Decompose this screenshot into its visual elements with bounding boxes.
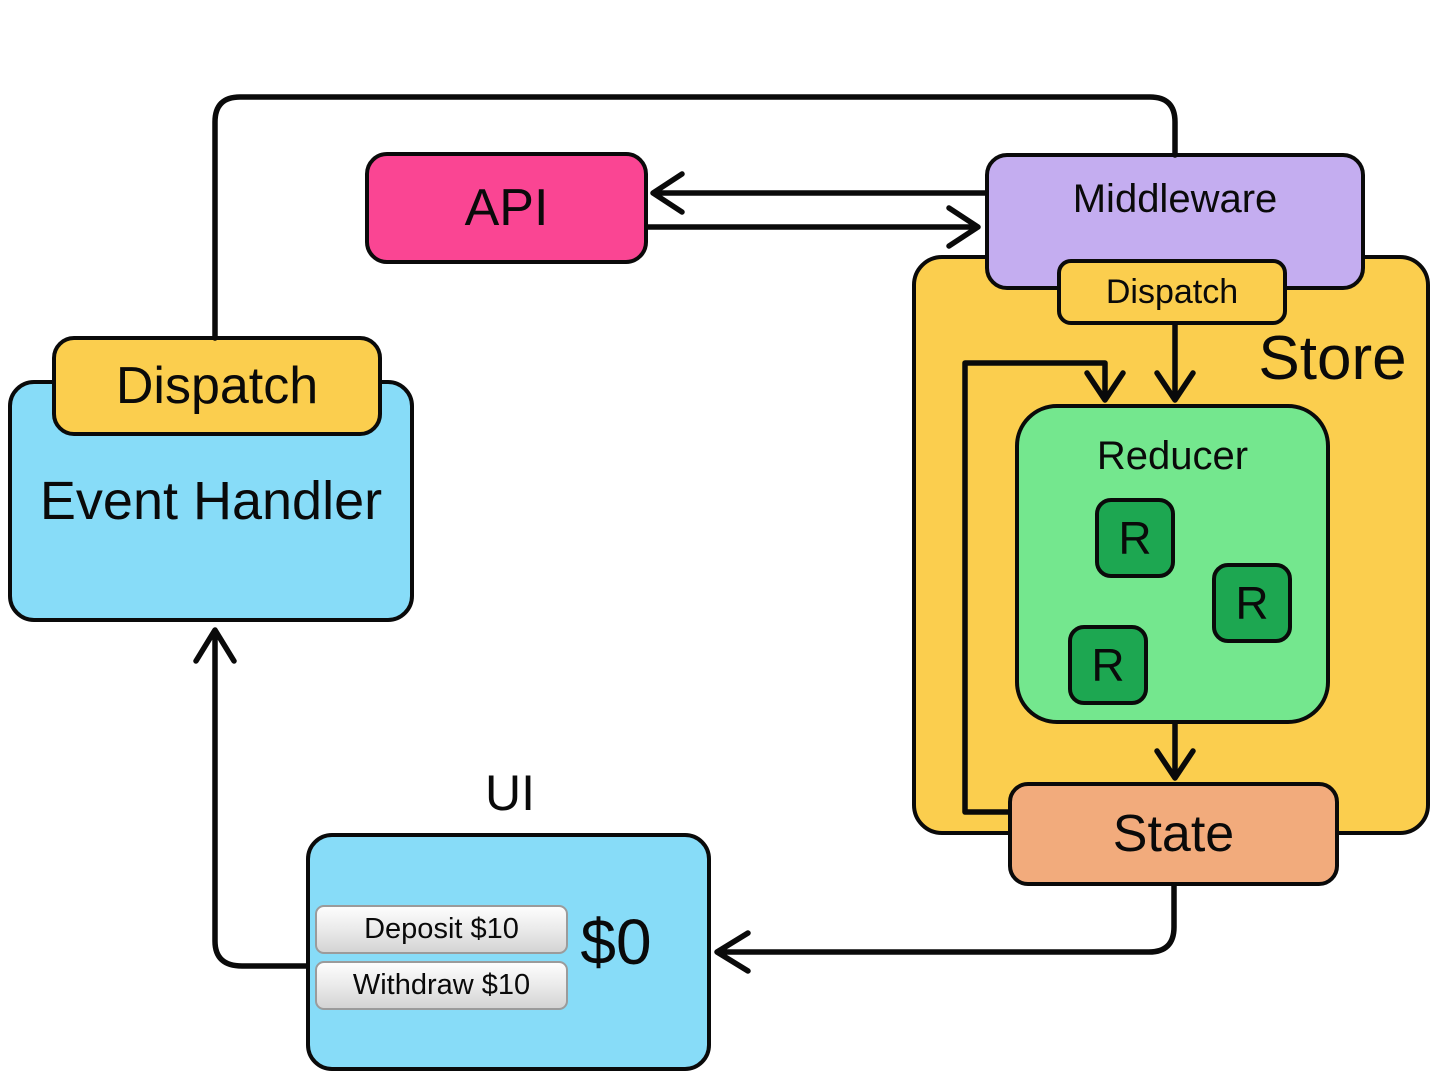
withdraw-button[interactable]: Withdraw $10 (315, 961, 568, 1010)
store-dispatch-label: Dispatch (1105, 273, 1239, 311)
state-box: State (1008, 782, 1339, 886)
event-dispatch-box: Dispatch (52, 336, 382, 436)
reducer-chip-3: R (1068, 625, 1148, 705)
store-label: Store (1258, 324, 1407, 393)
ui-label: UI (485, 765, 535, 821)
arrow-state-to-ui (714, 883, 1177, 974)
reducer-chip-1-label: R (1118, 512, 1152, 564)
event-handler-label: Event Handler (39, 471, 383, 531)
deposit-button[interactable]: Deposit $10 (315, 905, 568, 954)
reducer-chip-2: R (1212, 563, 1292, 643)
middleware-label: Middleware (1072, 176, 1278, 221)
arrow-ui-to-event-handler (193, 627, 309, 969)
store-dispatch-box: Dispatch (1057, 259, 1287, 325)
api-box: API (365, 152, 648, 264)
reducer-chip-2-label: R (1235, 577, 1269, 629)
reducer-chip-3-label: R (1091, 639, 1125, 691)
reducer-label: Reducer (1096, 434, 1249, 478)
reducer-chip-1: R (1095, 498, 1175, 578)
event-dispatch-label: Dispatch (115, 357, 319, 415)
arrow-api-to-middleware (645, 205, 981, 249)
balance-value: $0 (580, 906, 652, 978)
state-label: State (1112, 805, 1235, 863)
arrow-middleware-to-api (650, 171, 988, 215)
api-label: API (464, 179, 549, 237)
